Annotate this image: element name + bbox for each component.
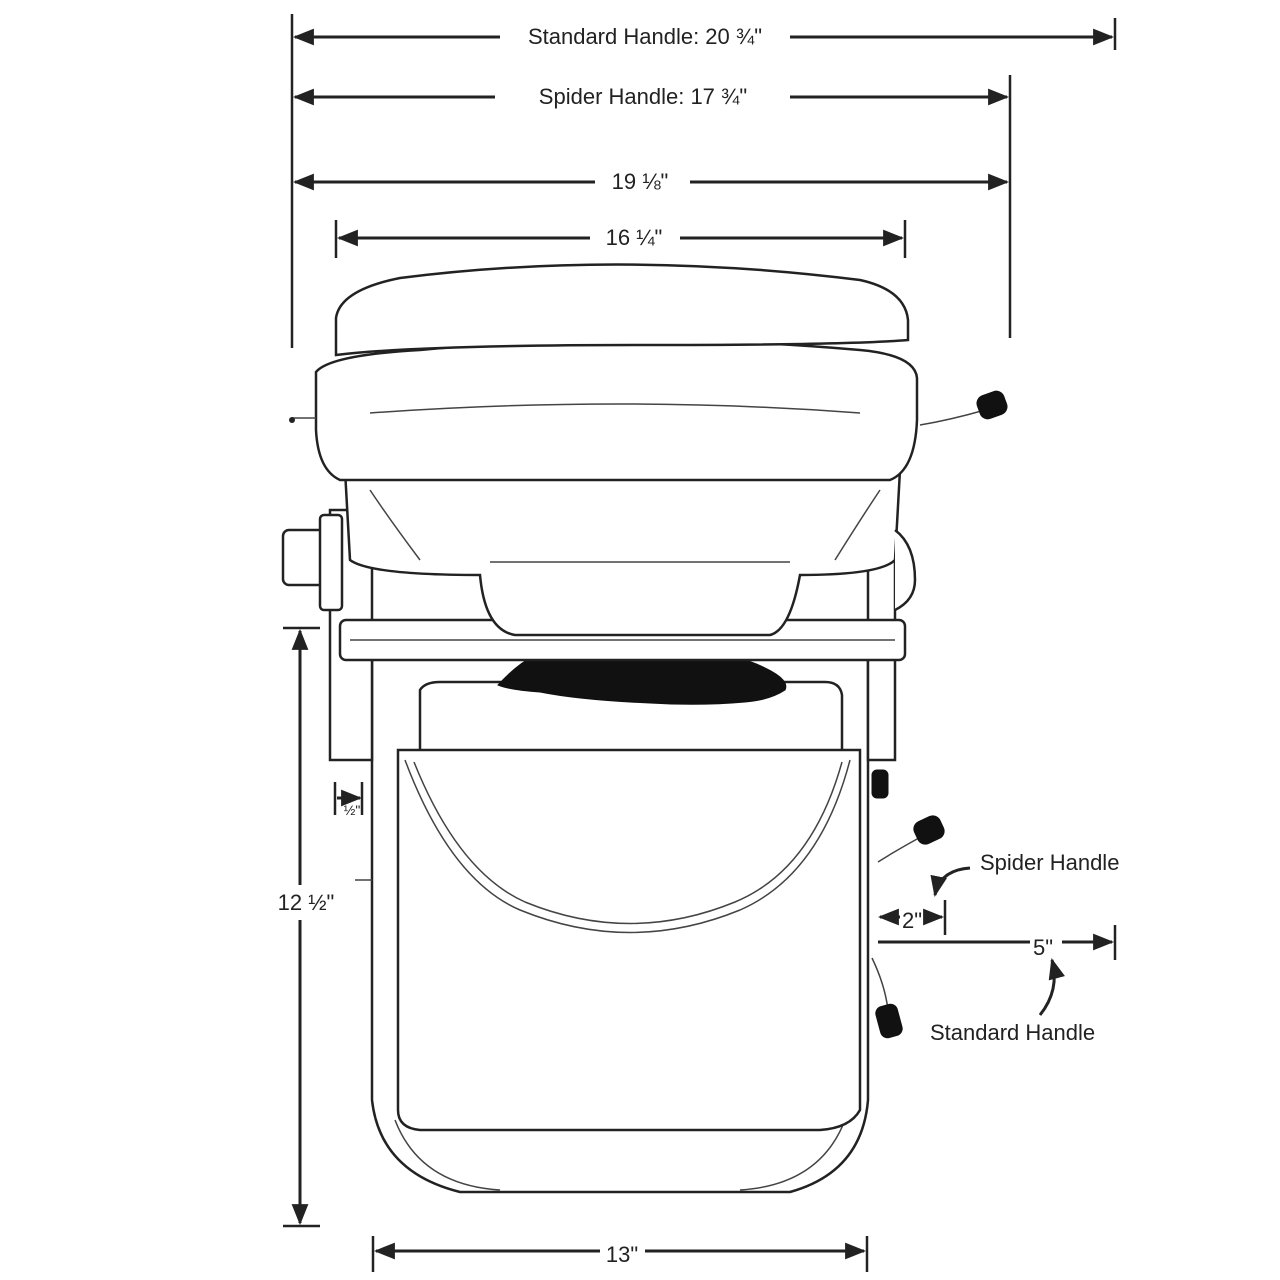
dim-small-offset: ½" <box>333 782 364 818</box>
toilet-body <box>281 263 919 1194</box>
label-overall-width: 19 ⅛" <box>612 169 669 194</box>
dim-overall-width: 19 ⅛" <box>292 169 1010 194</box>
callout-standard-handle: Standard Handle <box>930 957 1095 1045</box>
label-height: 12 ½" <box>278 890 335 915</box>
dim-base-width: 13" <box>373 1242 867 1267</box>
label-small-offset: ½" <box>344 802 361 818</box>
dim-spider-offset: 2" <box>877 900 947 935</box>
label-spider-offset: 2" <box>902 908 922 933</box>
label-spider-handle-width: Spider Handle: 17 ¾" <box>539 84 747 109</box>
callout-spider-handle-label: Spider Handle <box>980 850 1119 875</box>
label-seat-width: 16 ¼" <box>606 225 663 250</box>
dim-standard-handle-width: Standard Handle: 20 ¾" <box>292 24 1115 49</box>
dim-spider-handle-width: Spider Handle: 17 ¾" <box>292 84 1010 109</box>
spider-handle <box>871 769 945 863</box>
top-handle <box>919 390 1008 426</box>
callout-standard-handle-label: Standard Handle <box>930 1020 1095 1045</box>
callout-spider-handle: Spider Handle <box>930 850 1119 898</box>
extension-lines <box>283 14 1117 1272</box>
dim-seat-width: 16 ¼" <box>336 225 905 250</box>
dim-standard-offset: 5" <box>878 925 1117 960</box>
dim-height: 12 ½" <box>278 628 335 1226</box>
label-base-width: 13" <box>606 1242 638 1267</box>
label-standard-handle-width: Standard Handle: 20 ¾" <box>528 24 762 49</box>
standard-handle <box>871 957 903 1039</box>
label-standard-offset: 5" <box>1033 935 1053 960</box>
